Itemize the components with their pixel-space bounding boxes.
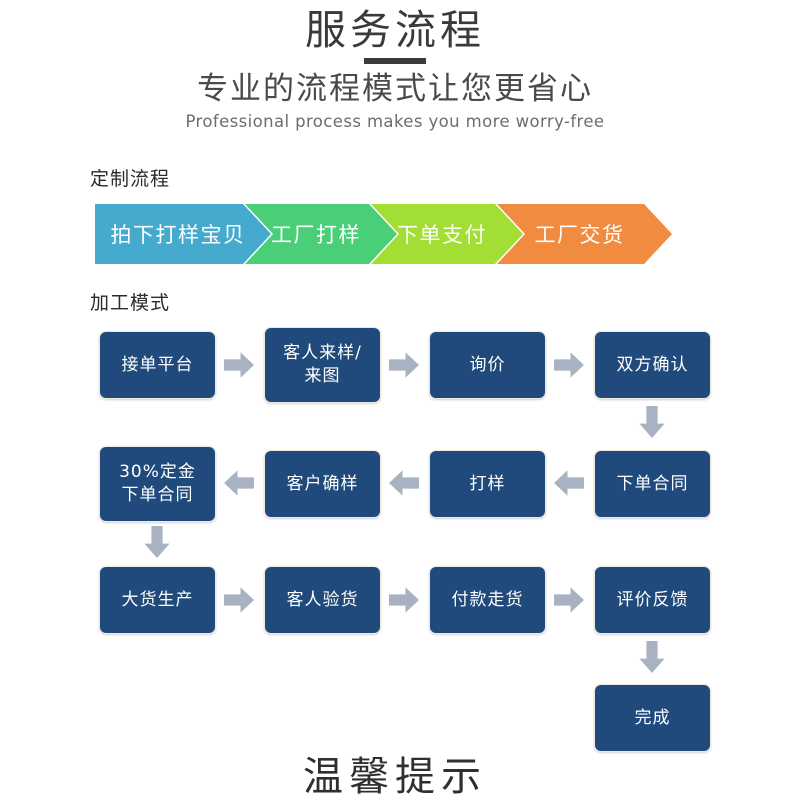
bottom-section-title: 温馨提示 <box>303 754 487 800</box>
flow-node-order-platform[interactable]: 接单平台 <box>99 331 216 399</box>
arrow-right-icon <box>224 587 254 613</box>
flow-node-review-feedback[interactable]: 评价反馈 <box>594 566 711 634</box>
flow-node-mutual-confirmation[interactable]: 双方确认 <box>594 331 711 399</box>
ribbon-step-4-label: 工厂交货 <box>534 223 625 247</box>
flow-node-customer-inspection[interactable]: 客人验货 <box>264 566 381 634</box>
ribbon-step-2-label: 工厂打样 <box>271 223 361 247</box>
section-label-processing-mode: 加工模式 <box>90 292 171 314</box>
flow-node-bulk-production[interactable]: 大货生产 <box>99 566 216 634</box>
arrow-down-icon <box>639 641 665 673</box>
arrow-left-icon <box>554 470 584 496</box>
ribbon-step-4[interactable]: 工厂交货 <box>497 204 672 264</box>
page-subtitle: 专业的流程模式让您更省心 <box>197 71 593 108</box>
ribbon-step-1-label: 拍下打样宝贝 <box>110 223 246 247</box>
title-underline-rule <box>364 58 426 65</box>
section-label-custom-process: 定制流程 <box>90 168 171 190</box>
flow-node-customer-sample-line1: 客人来样/ <box>283 343 362 364</box>
arrow-right-icon <box>224 352 254 378</box>
flow-node-sampling[interactable]: 打样 <box>429 450 546 518</box>
page-subtitle-english: Professional process makes you more worr… <box>185 112 605 132</box>
arrow-right-icon <box>389 587 419 613</box>
arrow-down-icon <box>144 526 170 558</box>
flow-node-complete[interactable]: 完成 <box>594 684 711 752</box>
flow-node-deposit-contract-line2: 下单合同 <box>121 485 194 505</box>
arrow-left-icon <box>389 470 419 496</box>
flow-node-customer-sample-line2: 来图 <box>304 366 341 386</box>
flow-node-deposit-contract-line1: 30%定金 <box>119 462 196 483</box>
flow-node-deposit-contract[interactable]: 30%定金 下单合同 <box>99 446 216 522</box>
page-header: 服务流程 专业的流程模式让您更省心 Professional process m… <box>0 0 790 131</box>
arrow-left-icon <box>224 470 254 496</box>
arrow-right-icon <box>554 352 584 378</box>
ribbon-step-2[interactable]: 工厂打样 <box>245 204 397 264</box>
flow-node-place-order-contract[interactable]: 下单合同 <box>594 450 711 518</box>
arrow-right-icon <box>554 587 584 613</box>
flow-node-customer-sample-approval[interactable]: 客户确样 <box>264 450 381 518</box>
page-title: 服务流程 <box>305 6 485 54</box>
ribbon-step-3-label: 下单支付 <box>397 223 487 247</box>
flow-node-quotation[interactable]: 询价 <box>429 331 546 399</box>
arrow-right-icon <box>389 352 419 378</box>
ribbon-step-1[interactable]: 拍下打样宝贝 <box>95 204 271 264</box>
flow-node-customer-sample[interactable]: 客人来样/ 来图 <box>264 327 381 403</box>
custom-process-ribbon: 拍下打样宝贝 工厂打样 下单支付 工厂交货 <box>95 204 695 264</box>
flow-node-payment-shipment[interactable]: 付款走货 <box>429 566 546 634</box>
arrow-down-icon <box>639 406 665 438</box>
processing-mode-flowchart: 接单平台 客人来样/ 来图 询价 双方确认 30%定金 下单合同 客户确样 打样… <box>99 327 711 752</box>
